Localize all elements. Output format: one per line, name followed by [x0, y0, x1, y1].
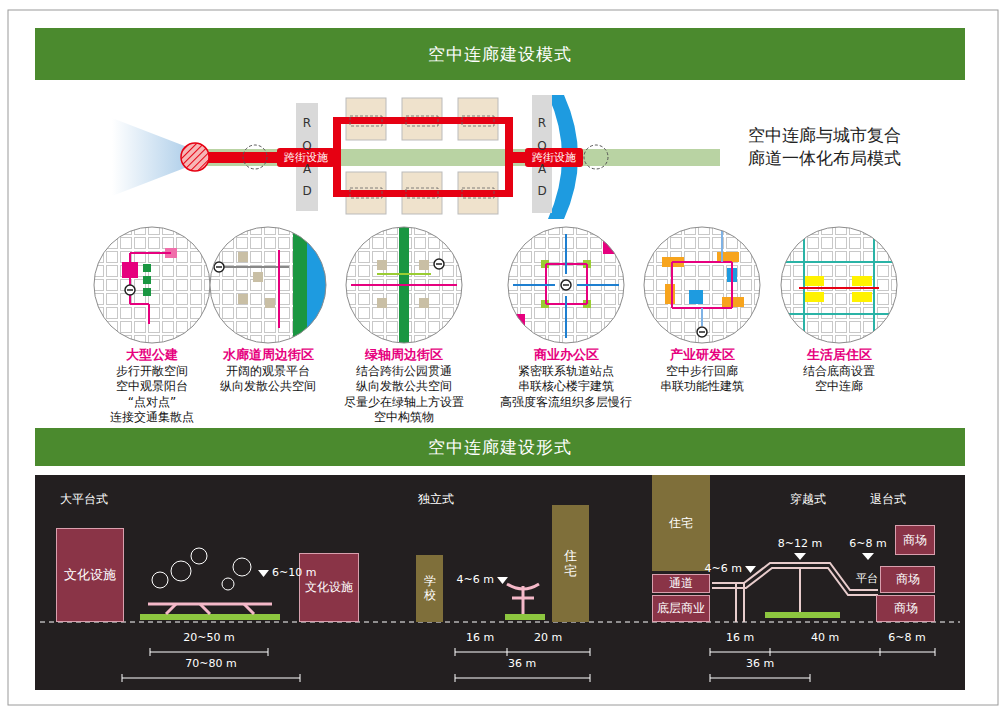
dimension-label: 6~8 m: [888, 631, 925, 644]
section-title: 空中连廊建设模式: [428, 43, 572, 66]
dimension-label: 36 m: [508, 657, 536, 670]
district-description: 紧密联系轨道站点 串联核心楼宇建筑 高强度客流组织多层慢行: [500, 364, 632, 411]
form-heading: 穿越式: [790, 491, 826, 508]
district-description: 开阔的观景平台 纵向发散公共空间: [220, 364, 316, 395]
district-description: 结合底商设置 空中连廊: [803, 364, 875, 395]
district-heading: 绿轴周边街区: [329, 346, 479, 364]
building-box: 底层商业: [652, 595, 710, 622]
building-box: 住宅: [552, 505, 589, 622]
building-box: 文化设施: [299, 553, 359, 622]
district-heading: 生活居住区: [764, 346, 914, 364]
dimension-label: 70~80 m: [185, 657, 236, 670]
building-label: 住宅: [669, 515, 693, 532]
district-circle: [329, 222, 479, 348]
dimension-label: 20 m: [534, 631, 562, 644]
district-node: 绿轴周边街区结合跨街公园贯通 纵向发散公共空间 尽量少在绿轴上方设置 空中构筑物: [329, 222, 479, 426]
dimension-label: 4~6 m: [705, 562, 742, 575]
section-band: 空中连廊建设形式: [35, 428, 965, 466]
dimension-label: 6~10 m: [272, 566, 316, 579]
building-label: 底层商业: [657, 600, 705, 617]
form-heading: 退台式: [870, 491, 906, 508]
district-heading: 产业研发区: [627, 346, 777, 364]
building-box: 商场: [880, 566, 935, 593]
road-label: ROAD: [301, 112, 313, 203]
district-heading: 水廊道周边街区: [193, 346, 343, 364]
building-box: 商场: [876, 595, 935, 622]
building-box: 学校: [416, 555, 443, 622]
building-box: 商场: [895, 525, 935, 555]
building-label: 文化设施: [64, 566, 116, 584]
dimension-label: 16 m: [726, 631, 754, 644]
building-box: 跨街设施: [525, 148, 583, 167]
road-label: ROAD: [536, 112, 548, 203]
dimension-label: 平台: [856, 571, 878, 586]
building-box: 通道: [652, 574, 710, 593]
district-heading: 商业办公区: [491, 346, 641, 364]
building-label: 商场: [894, 600, 918, 617]
dimension-label: 20~50 m: [183, 631, 234, 644]
building-label: 通道: [669, 575, 693, 592]
district-description: 空中步行回廊 串联功能性建筑: [660, 364, 744, 395]
building-box: 住宅: [652, 475, 710, 571]
district-circle: [764, 222, 914, 348]
building-label: 商场: [896, 571, 920, 588]
building-label: 学校: [424, 575, 436, 601]
building-label: 住宅: [564, 549, 577, 578]
district-node: 大型公建步行开敞空间 空中观景阳台 “点对点”连接交通集散点: [77, 222, 227, 426]
form-heading: 大平台式: [60, 491, 108, 508]
dimension-label: 8~12 m: [778, 537, 822, 550]
district-node: 商业办公区紧密联系轨道站点 串联核心楼宇建筑 高强度客流组织多层慢行: [491, 222, 641, 410]
district-circle: [77, 222, 227, 348]
building-label: 商场: [903, 532, 927, 549]
building-box: 文化设施: [56, 528, 124, 622]
form-heading: 独立式: [418, 491, 454, 508]
building-label: 文化设施: [305, 579, 353, 596]
district-circle: [491, 222, 641, 348]
section-band: 空中连廊建设模式: [35, 28, 965, 80]
district-node: 生活居住区结合底商设置 空中连廊: [764, 222, 914, 395]
district-node: 产业研发区空中步行回廊 串联功能性建筑: [627, 222, 777, 395]
district-node: 水廊道周边街区开阔的观景平台 纵向发散公共空间: [193, 222, 343, 395]
district-circle: [627, 222, 777, 348]
district-description: 结合跨街公园贯通 纵向发散公共空间 尽量少在绿轴上方设置 空中构筑物: [344, 364, 464, 426]
dimension-label: 6~8 m: [849, 537, 886, 550]
mode-caption: 空中连廊与城市复合廊道一体化布局模式: [748, 124, 906, 170]
dimension-label: 4~6 m: [457, 573, 494, 586]
dimension-label: 40 m: [811, 631, 839, 644]
dimension-label: 16 m: [466, 631, 494, 644]
section-title: 空中连廊建设形式: [428, 436, 572, 459]
dimension-label: 36 m: [746, 657, 774, 670]
district-description: 步行开敞空间 空中观景阳台 “点对点”连接交通集散点: [110, 364, 194, 426]
district-heading: 大型公建: [77, 346, 227, 364]
district-circle: [193, 222, 343, 348]
